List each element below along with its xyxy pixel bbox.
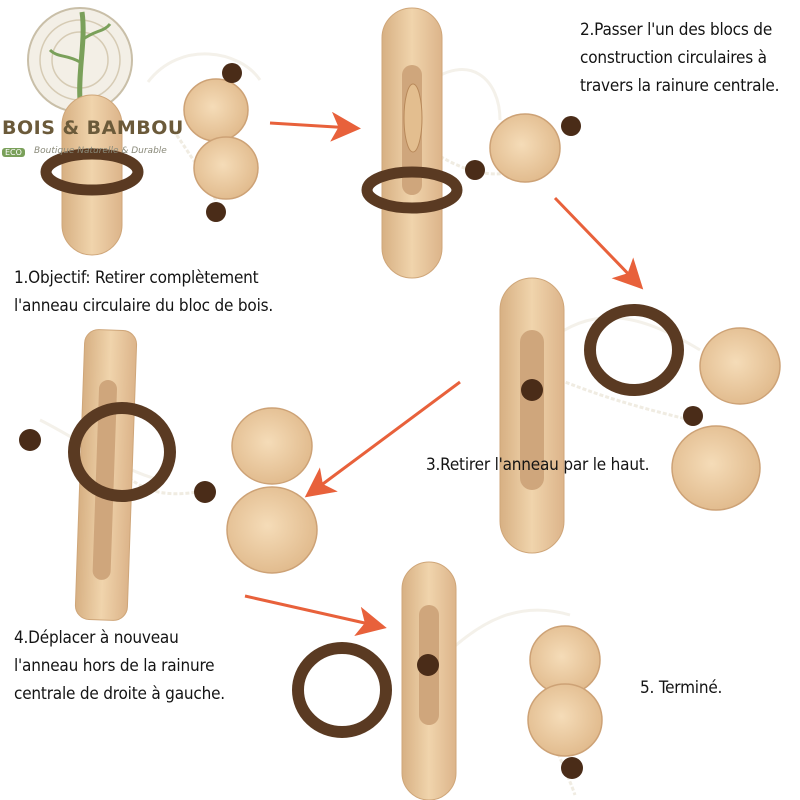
brand-name: BOIS & BAMBOU	[2, 117, 184, 139]
arrow-2	[553, 196, 644, 290]
step-2-image	[361, 7, 581, 279]
step-5-caption: 5. Terminé.	[640, 678, 723, 698]
brand-tagline: Boutique Naturelle & Durable	[34, 146, 167, 156]
arrow-1	[269, 111, 361, 142]
step-5-image	[292, 561, 603, 800]
step-2-caption: 2.Passer l'un des blocs de construction …	[580, 20, 780, 96]
step-3-image	[499, 277, 781, 554]
brand-logo	[27, 7, 133, 113]
step-3-caption: 3.Retirer l'anneau par le haut.	[426, 455, 650, 475]
arrow-4	[244, 594, 387, 637]
step-4-image	[19, 329, 318, 621]
arrow-3	[304, 380, 461, 498]
step-4-caption: 4.Déplacer à nouveau l'anneau hors de la…	[14, 628, 225, 704]
step-1-image	[40, 52, 262, 256]
step-1-caption: 1.Objectif: Retirer complètement l'annea…	[14, 268, 274, 316]
eco-badge: ECO	[2, 148, 25, 157]
